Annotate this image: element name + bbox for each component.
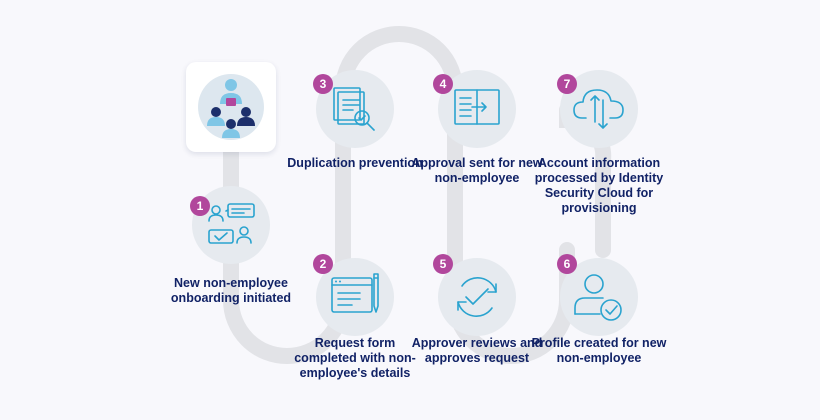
step-1-label: New non-employee onboarding initiated	[170, 276, 292, 305]
step-7-label: Account information processed by Identit…	[534, 156, 664, 215]
cloud-sync-icon	[573, 89, 624, 129]
step-3-circle	[316, 70, 394, 148]
step-6-badge: 6	[557, 254, 577, 274]
step-2-label: Request form completed with non-employee…	[294, 336, 416, 380]
step-7-badge: 7	[557, 74, 577, 94]
form-pencil-icon	[331, 273, 379, 313]
step-6-label: Profile created for new non-employee	[531, 336, 667, 365]
refresh-check-icon	[457, 277, 497, 317]
hero-card	[186, 62, 276, 152]
step-5-label: Approver reviews and approves request	[411, 336, 543, 365]
step-3-badge: 3	[313, 74, 333, 94]
step-2-badge: 2	[313, 254, 333, 274]
step-5-badge: 5	[433, 254, 453, 274]
step-4-badge: 4	[433, 74, 453, 94]
book-arrow-icon	[454, 89, 500, 125]
documents-search-icon	[333, 87, 375, 131]
team-hierarchy-icon	[198, 74, 264, 140]
user-check-icon	[574, 274, 622, 321]
flow-track	[223, 26, 575, 364]
step-3-label: Duplication prevention	[287, 156, 423, 170]
step-4-label: Approval sent for new non-employee	[411, 156, 543, 185]
step-1-badge: 1	[190, 196, 210, 216]
users-chat-icon	[208, 203, 255, 244]
step-5-circle	[438, 258, 516, 336]
